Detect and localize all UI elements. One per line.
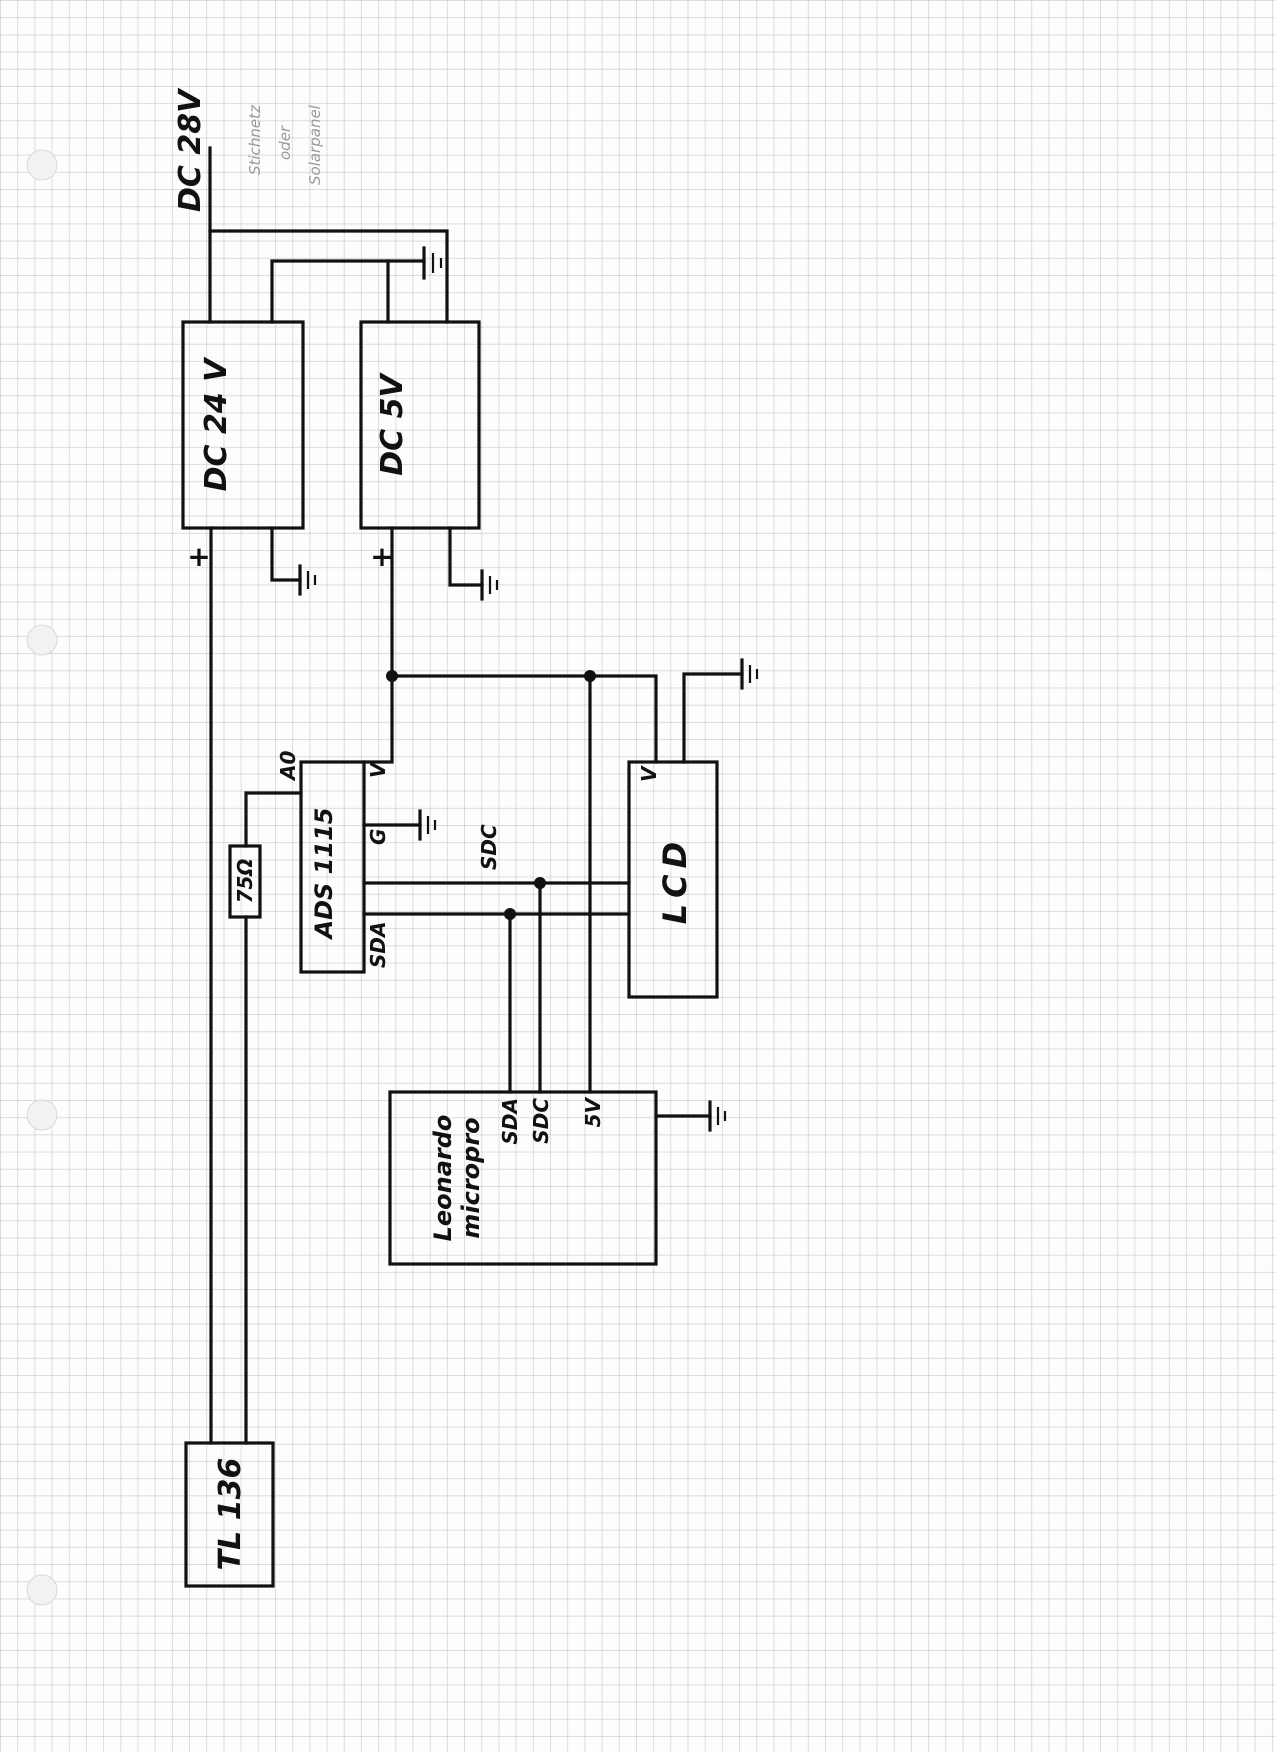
sensor-loop: 75Ω <box>209 526 303 1445</box>
ads1115-pin-a0: A0 <box>276 751 300 782</box>
ads1115-pin-g: G <box>366 829 390 845</box>
supply-voltage-label: DC 28V <box>173 87 208 212</box>
leonardo-label-line-2: micropro <box>457 1117 485 1238</box>
ads1115-pin-sda: SDA <box>366 922 390 968</box>
lcd: LCD V <box>627 760 719 999</box>
converter-5v: DC 5V + <box>359 320 499 601</box>
leonardo-label-line-1: Leonardo <box>429 1115 457 1242</box>
leonardo-pin-sda: SDA <box>498 1098 522 1144</box>
binder-hole <box>26 1574 58 1606</box>
converter-24v-box <box>181 320 305 530</box>
lcd-box <box>627 760 719 999</box>
ads1115: ADS 1115 A0 V G SDA <box>276 751 437 974</box>
resistor-label: 75Ω <box>233 859 257 904</box>
binder-hole <box>26 1099 58 1131</box>
junction-dot <box>504 908 516 920</box>
converter-24v-plus: + <box>187 540 210 573</box>
junction-dot <box>534 877 546 889</box>
top-ground-link <box>270 246 443 324</box>
sensor-box <box>184 1441 275 1588</box>
sensor-label: TL 136 <box>213 1458 248 1571</box>
i2c-bus: SDC <box>362 824 631 1094</box>
ads1115-box <box>299 760 366 974</box>
sensor-tl136: TL 136 <box>184 1441 275 1588</box>
lcd-label: LCD <box>656 836 694 924</box>
converter-24v: DC 24 V + <box>181 320 317 596</box>
supply-input: DC 28V Stichnetz oder Solarpanel <box>173 87 449 324</box>
ads1115-label: ADS 1115 <box>310 808 338 941</box>
converter-5v-plus: + <box>370 540 393 573</box>
binder-hole <box>26 624 58 656</box>
supply-note-line-3: Solarpanel <box>306 104 324 185</box>
junction-dot <box>584 670 596 682</box>
junction-dot <box>386 670 398 682</box>
converter-24v-label: DC 24 V <box>199 356 234 492</box>
leonardo-micro: Leonardo micropro SDA SDC 5V <box>388 1090 727 1266</box>
binder-hole <box>26 149 58 181</box>
leonardo-pin-sdc: SDC <box>529 1098 553 1144</box>
lcd-ground <box>682 658 759 764</box>
leonardo-box <box>388 1090 658 1266</box>
converter-5v-box <box>359 320 481 530</box>
lcd-pin-v: V <box>637 765 661 782</box>
converter-5v-label: DC 5V <box>375 371 410 475</box>
resistor <box>228 844 262 919</box>
supply-note-line-2: oder <box>276 125 294 160</box>
ads1115-pin-v: V <box>366 761 390 778</box>
bus-label-sdc: SDC <box>477 824 501 870</box>
supply-note-line-1: Stichnetz <box>246 104 264 175</box>
leonardo-pin-5v: 5V <box>581 1096 605 1127</box>
